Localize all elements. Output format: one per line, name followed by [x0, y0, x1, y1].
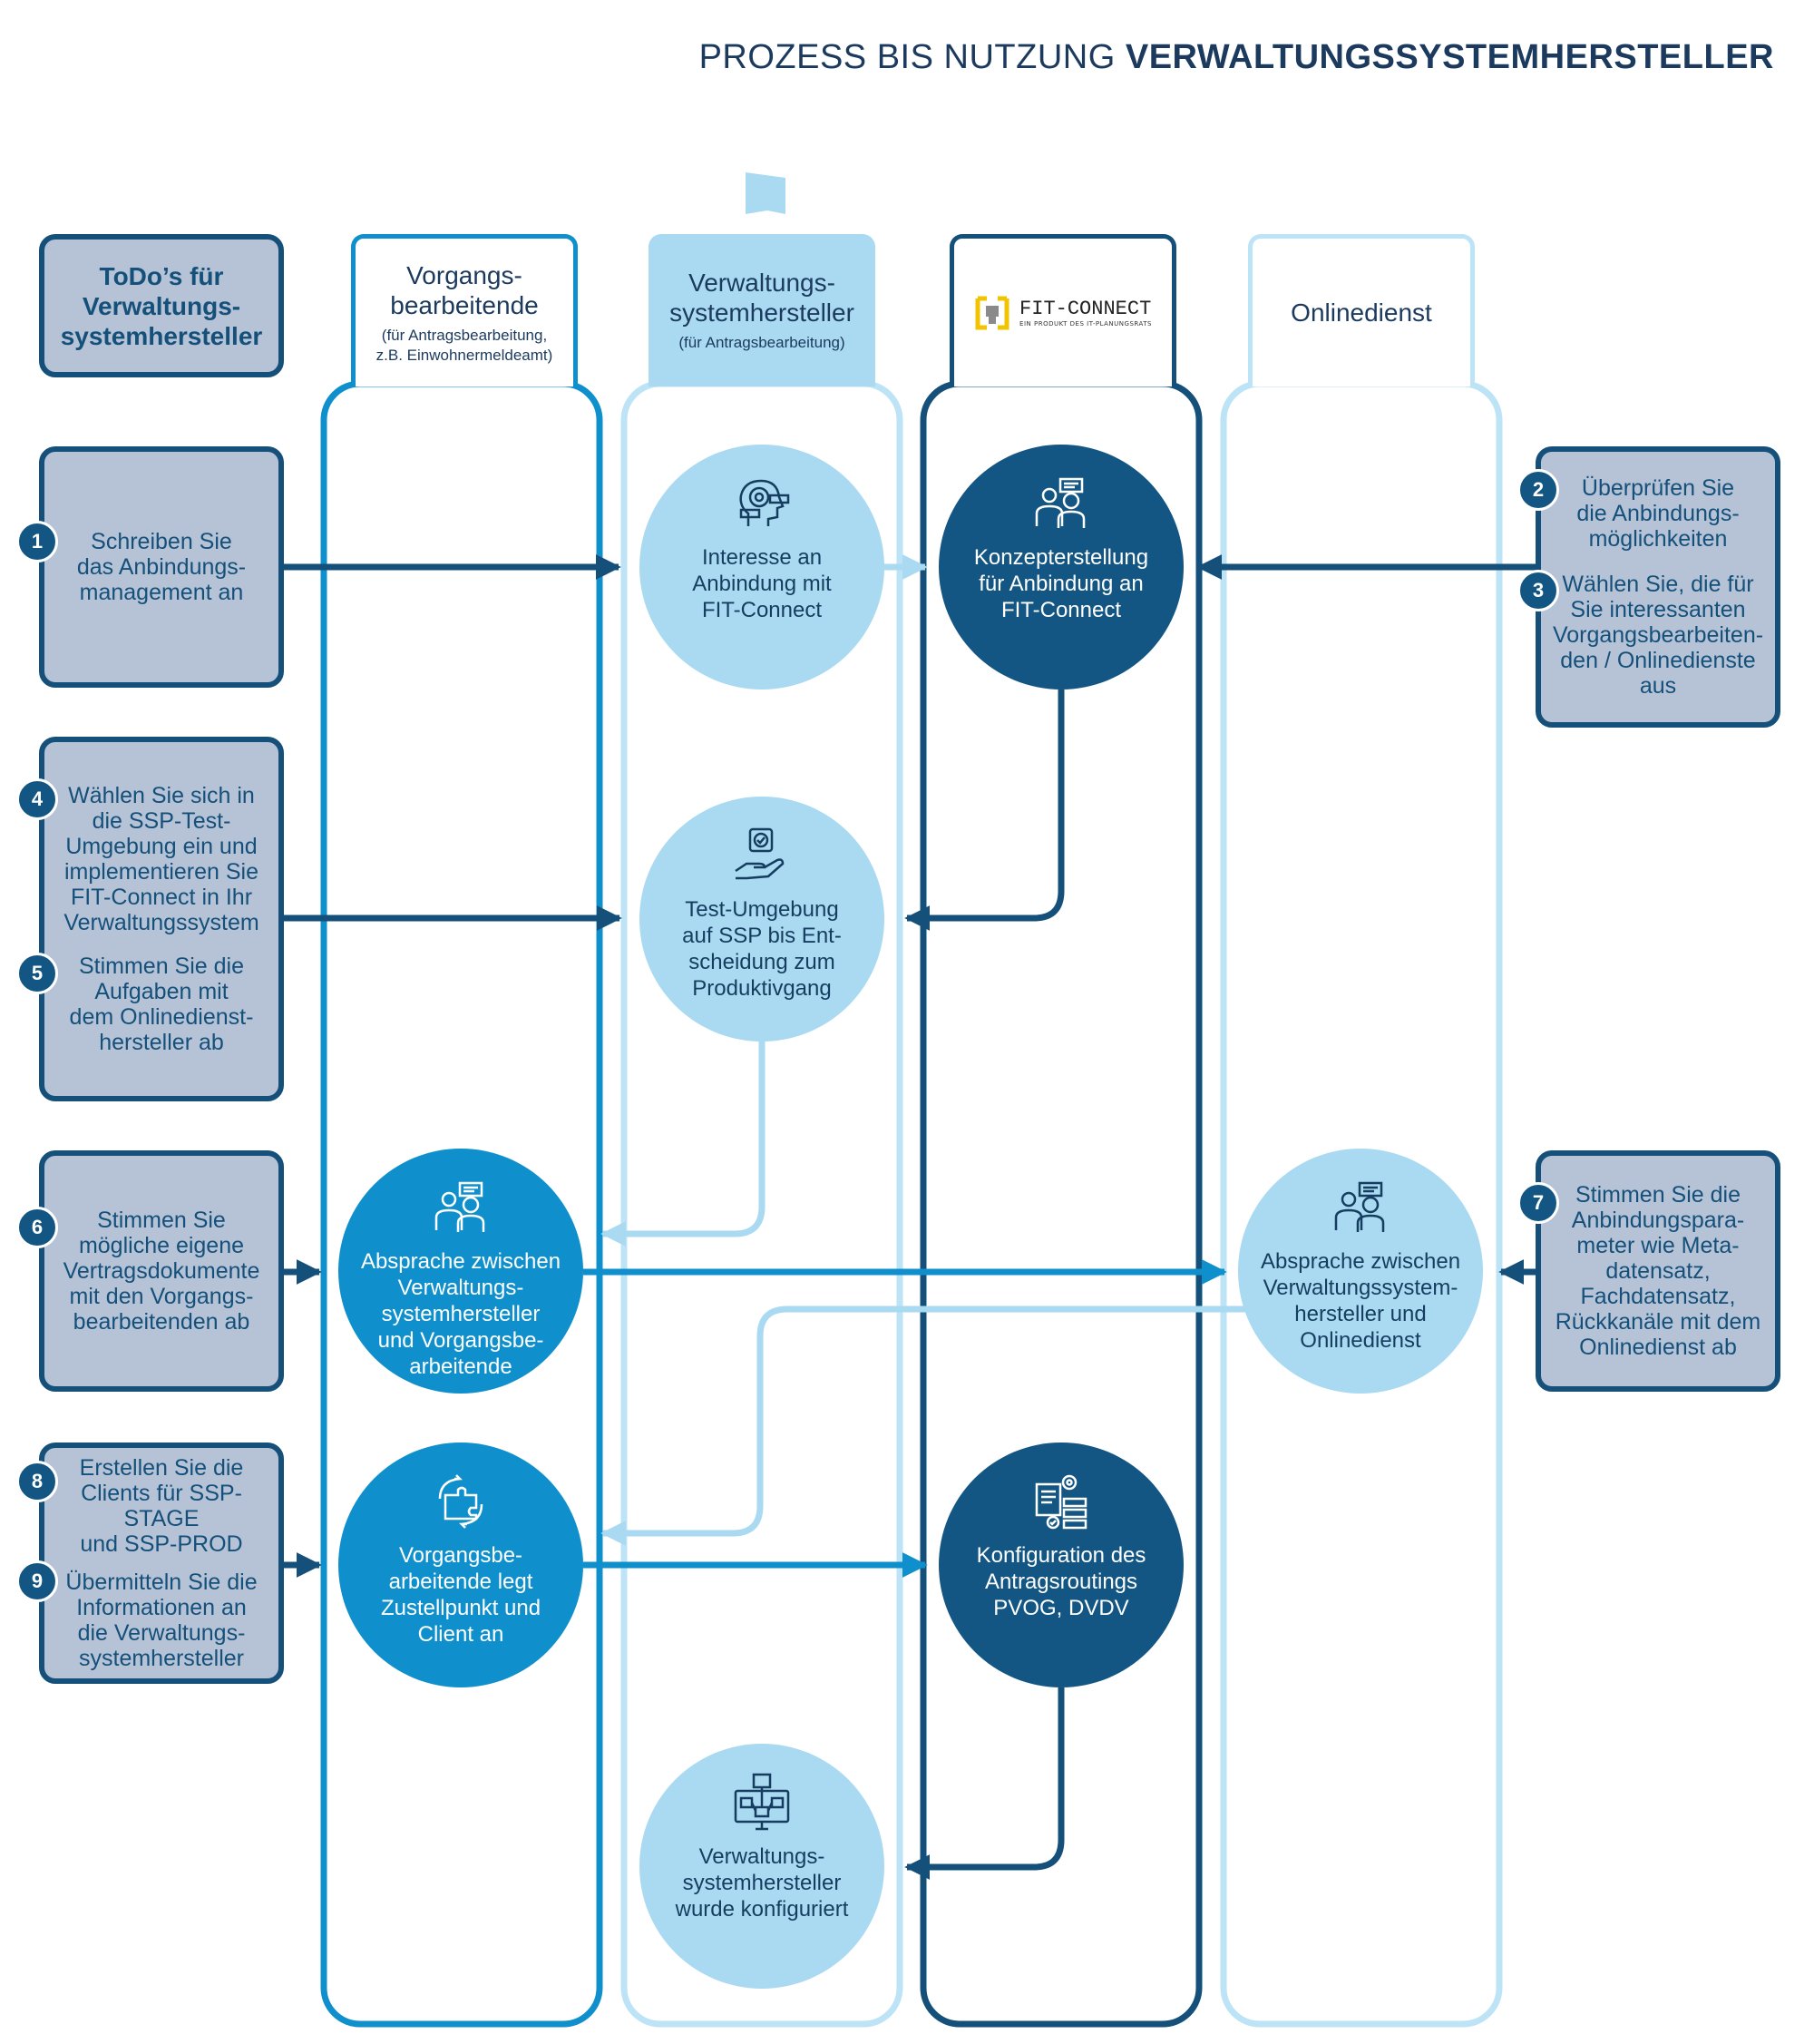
lane-header-onlinedienst: Onlinedienst	[1248, 234, 1475, 386]
step-label: Vorgangsbe- arbeitende legt Zustellpunkt…	[380, 1543, 541, 1647]
flag-icon	[746, 172, 785, 214]
todo-text-3: Wählen Sie, die für Sie interessanten Vo…	[1552, 572, 1764, 699]
step-badge-3: 3	[1517, 570, 1559, 611]
step-test-umgebung: Test-Umgebung auf SSP bis Ent- scheidung…	[639, 797, 884, 1042]
lane-header-fit-connect: FIT-CONNECT EIN PRODUKT DES IT-PLANUNGSR…	[950, 234, 1176, 386]
step-label: Interesse an Anbindung mit FIT-Connect	[692, 545, 832, 622]
connector-test-to-absprache-vb	[600, 1042, 766, 1247]
step-badge-5: 5	[16, 953, 58, 994]
step-label: Konzepterstellung für Anbindung an FIT-C…	[973, 545, 1149, 622]
meeting-icon	[1334, 1181, 1385, 1232]
step-badge-1: 1	[16, 521, 58, 562]
hand-check-icon	[735, 827, 785, 880]
connector-absprache-od-to-zustellpunkt	[600, 1306, 1248, 1546]
head-target-icon	[739, 479, 790, 526]
page-title: PROZESS BIS NUTZUNG VERWALTUNGSSYSTEMHER…	[698, 38, 1774, 76]
step-label: Absprache zwischen Verwaltungs- systemhe…	[360, 1249, 561, 1379]
todo-text-9: Übermitteln Sie die Informationen an die…	[65, 1570, 258, 1671]
todo-text-2: Überprüfen Sie die Anbindungs- möglichke…	[1576, 475, 1740, 552]
step-badge-8: 8	[16, 1461, 58, 1502]
todo-text-5: Stimmen Sie die Aufgaben mit dem Onlined…	[69, 954, 254, 1055]
step-badge-9: 9	[16, 1560, 58, 1602]
step-badge-6: 6	[16, 1207, 58, 1248]
step-absprache-vorgangsbearbeitende: Absprache zwischen Verwaltungs- systemhe…	[338, 1149, 583, 1394]
puzzle-icon	[438, 1474, 483, 1529]
todo-box-2-3: Überprüfen Sie die Anbindungs- möglichke…	[1536, 446, 1780, 728]
step-label: Test-Umgebung auf SSP bis Ent- scheidung…	[682, 897, 842, 1001]
lane-header-sublabel: (für Antragsbearbeitung, z.B. Einwohnerm…	[375, 326, 553, 364]
todo-box-1: Schreiben Sie das Anbindungs- management…	[39, 446, 284, 688]
step-antragsrouting: Konfiguration des Antragsroutings PVOG, …	[939, 1443, 1184, 1687]
lane-header-label: Onlinedienst	[1291, 298, 1432, 327]
step-konfiguriert: Verwaltungs- systemhersteller wurde konf…	[639, 1744, 884, 1989]
todo-box-8-9: Erstellen Sie die Clients für SSP-STAGE …	[39, 1443, 284, 1684]
settings-document-icon	[1035, 1474, 1087, 1530]
step-badge-2: 2	[1517, 469, 1559, 511]
todo-header: ToDo’s für Verwaltungs- systemhersteller	[39, 234, 284, 377]
fit-connect-wordmark: FIT-CONNECT	[1019, 297, 1152, 320]
todo-box-6: Stimmen Sie mögliche eigene Vertragsdoku…	[39, 1150, 284, 1392]
step-badge-4: 4	[16, 778, 58, 820]
todo-header-label: ToDo’s für Verwaltungs- systemhersteller	[60, 261, 263, 350]
todo-text-8: Erstellen Sie die Clients für SSP-STAGE …	[79, 1455, 244, 1557]
fit-connect-logo: FIT-CONNECT EIN PRODUKT DES IT-PLANUNGSR…	[974, 295, 1152, 331]
lane-header-vorgangsbearbeitende: Vorgangs- bearbeitende (für Antragsbearb…	[351, 234, 578, 386]
todo-box-7: Stimmen Sie die Anbindungspara- meter wi…	[1536, 1150, 1780, 1392]
step-konzept: Konzepterstellung für Anbindung an FIT-C…	[939, 445, 1184, 689]
monitor-workflow-icon	[734, 1773, 790, 1831]
step-label: Konfiguration des Antragsroutings PVOG, …	[976, 1543, 1146, 1620]
meeting-icon	[1035, 477, 1086, 528]
todo-text-4: Wählen Sie sich in die SSP-Test- Umgebun…	[63, 783, 259, 935]
connector-konzept-to-test	[904, 689, 1065, 931]
step-badge-7: 7	[1517, 1182, 1559, 1224]
todo-box-4-5: Wählen Sie sich in die SSP-Test- Umgebun…	[39, 737, 284, 1101]
step-zustellpunkt: Vorgangsbe- arbeitende legt Zustellpunkt…	[338, 1443, 583, 1687]
fit-connect-logo-icon	[975, 296, 1009, 329]
step-label: Absprache zwischen Verwaltungssystem- he…	[1260, 1249, 1461, 1353]
todo-text-1: Schreiben Sie das Anbindungs- management…	[76, 529, 247, 605]
step-interesse: Interesse an Anbindung mit FIT-Connect	[639, 445, 884, 689]
lane-header-verwaltungssystemhersteller: Verwaltungs- systemhersteller (für Antra…	[649, 234, 875, 386]
meeting-icon	[434, 1181, 485, 1232]
step-absprache-onlinedienst: Absprache zwischen Verwaltungssystem- he…	[1238, 1149, 1483, 1394]
connector-routing-to-konfiguriert	[904, 1687, 1065, 1880]
lane-header-sublabel: (für Antragsbearbeitung)	[678, 334, 845, 351]
lane-header-label: Vorgangs- bearbeitende	[390, 260, 539, 319]
fit-connect-tagline: EIN PRODUKT DES IT-PLANUNGSRATS	[1019, 319, 1152, 328]
todo-text-7: Stimmen Sie die Anbindungspara- meter wi…	[1555, 1182, 1761, 1360]
step-label: Verwaltungs- systemhersteller wurde konf…	[675, 1844, 849, 1922]
todo-text-6: Stimmen Sie mögliche eigene Vertragsdoku…	[63, 1208, 260, 1335]
lane-header-label: Verwaltungs- systemhersteller	[669, 269, 854, 327]
